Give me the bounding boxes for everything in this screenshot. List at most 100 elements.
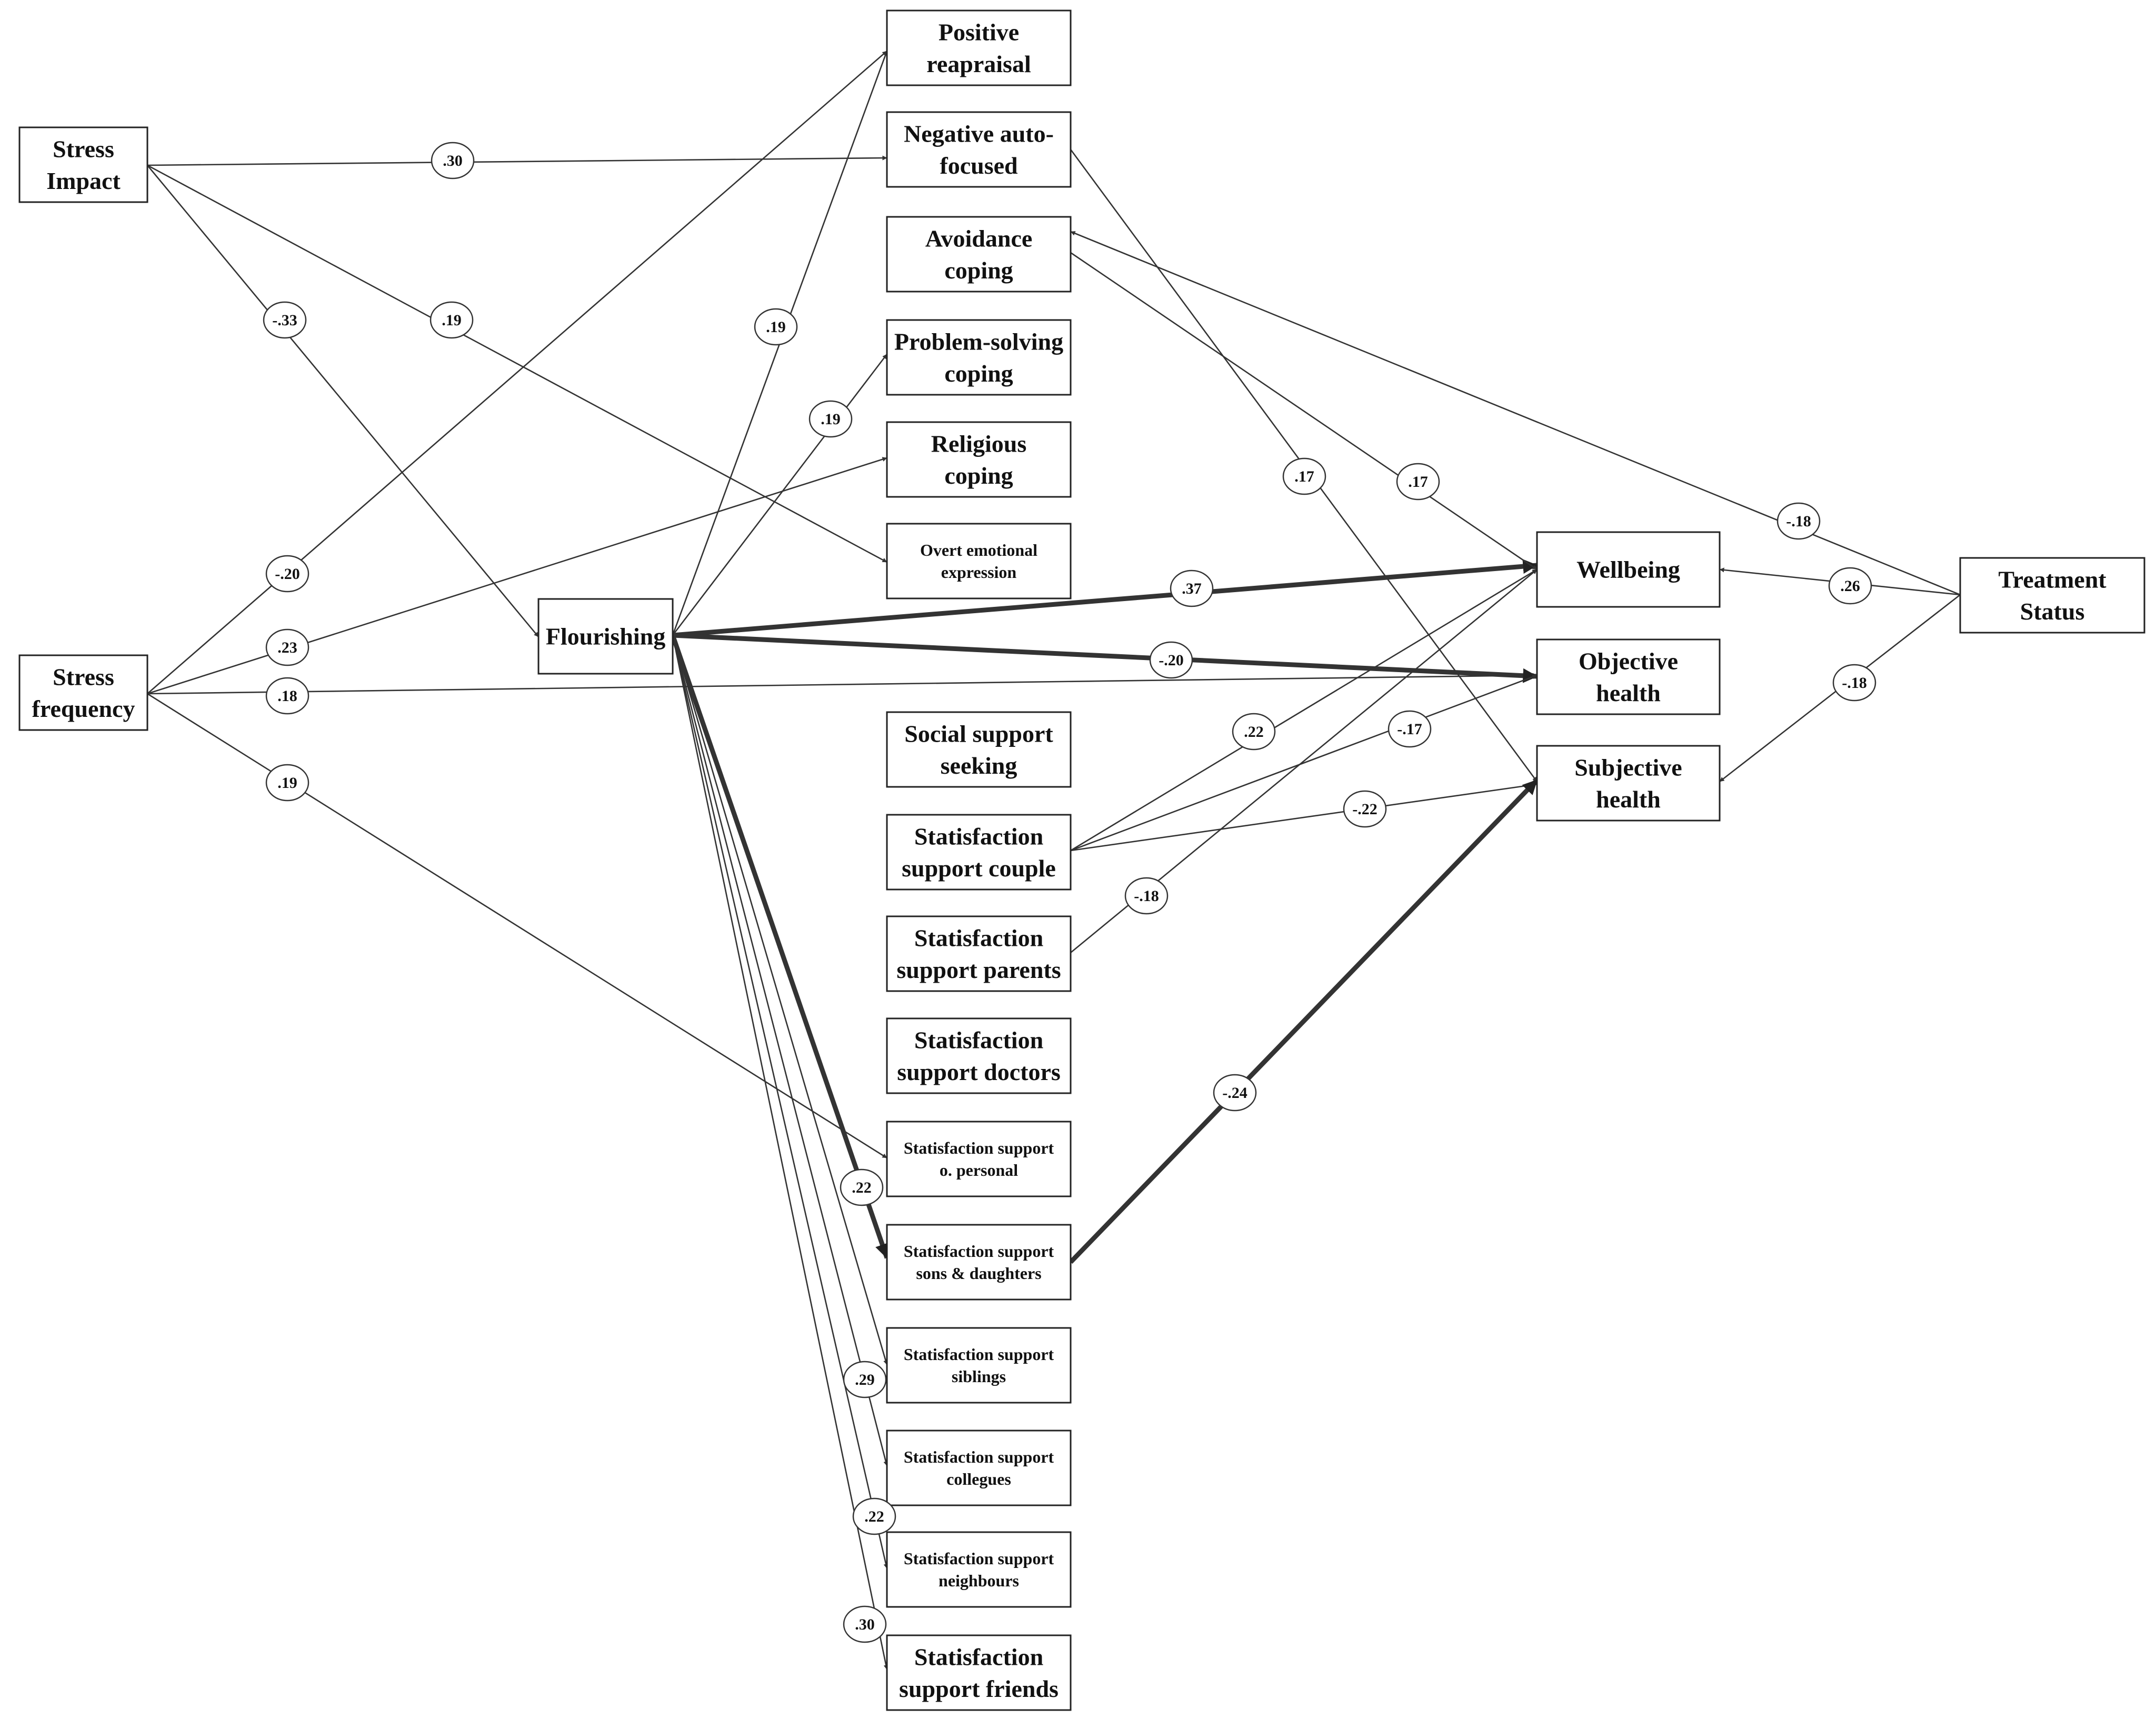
path-flourishing-to-satisfaction-support-neighbours — [672, 635, 889, 1569]
coefficient-label: -.18 — [1842, 674, 1867, 692]
path-coefficient: -.18 — [1832, 664, 1876, 702]
node-label-line: sons & daughters — [916, 1264, 1041, 1283]
path-coefficient: .17 — [1396, 463, 1440, 501]
node-satisfaction-support-collegues: Statisfaction support collegues — [886, 1430, 1072, 1506]
path-avoidance-coping-to-wellbeing — [1070, 252, 1538, 571]
coefficient-label: .26 — [1840, 577, 1860, 595]
coefficient-ellipse — [840, 1168, 884, 1206]
node-box — [886, 915, 1072, 992]
node-box — [886, 1531, 1072, 1608]
node-label-line: Stress — [53, 663, 114, 690]
coefficient-ellipse — [1388, 710, 1432, 748]
node-wellbeing: Wellbeing — [1536, 531, 1721, 608]
coefficient-ellipse — [1213, 1074, 1257, 1112]
coefficient-ellipse — [1170, 569, 1214, 607]
node-label-line: support couple — [902, 855, 1056, 882]
node-label-line: seeking — [941, 752, 1017, 779]
node-label-line: Subjective — [1574, 754, 1682, 781]
node-box — [886, 216, 1072, 293]
node-box — [886, 319, 1072, 396]
coefficient-label: -.20 — [275, 565, 300, 583]
node-label-line: focused — [940, 152, 1018, 179]
coefficient-ellipse — [843, 1605, 887, 1643]
node-box — [886, 1017, 1072, 1094]
path-stress-impact-to-negative-auto-focused — [147, 155, 887, 166]
node-label-line: Religious — [931, 430, 1026, 457]
node-box — [886, 111, 1072, 188]
node-box — [886, 1121, 1072, 1197]
path-coefficient: -.18 — [1776, 502, 1821, 540]
coefficient-label: .37 — [1182, 580, 1202, 597]
coefficient-ellipse — [852, 1497, 896, 1535]
node-label-line: collegues — [946, 1470, 1011, 1488]
edges-layer — [146, 51, 1961, 1670]
node-label-line: frequency — [32, 695, 135, 722]
node-label-line: expression — [941, 563, 1017, 582]
coefficient-ellipse — [843, 1361, 887, 1398]
path-stress-impact-to-overt-emotional-expression — [147, 164, 887, 563]
coefficient-ellipse — [1832, 664, 1876, 702]
coefficient-ellipse — [431, 142, 475, 179]
coefficient-label: .19 — [821, 411, 841, 428]
path-coefficient: .19 — [808, 400, 853, 438]
node-box — [886, 814, 1072, 891]
path-treatment-status-to-avoidance-coping — [1070, 231, 1961, 596]
node-box — [537, 598, 674, 675]
node-label-line: siblings — [952, 1367, 1006, 1386]
path-coefficient: .37 — [1170, 569, 1214, 607]
path-coefficient: .30 — [431, 142, 475, 179]
node-box — [886, 1327, 1072, 1404]
path-coefficient: .22 — [852, 1497, 896, 1535]
coefficient-ellipse — [1124, 877, 1169, 915]
node-box — [1536, 638, 1721, 715]
coefficient-ellipse — [1828, 567, 1872, 605]
node-box — [1959, 557, 2145, 634]
path-flourishing-to-objective-health — [672, 633, 1538, 683]
coefficient-label: -.18 — [1786, 513, 1811, 530]
coefficient-label: -.33 — [272, 312, 297, 329]
path-coefficient: .18 — [265, 677, 310, 715]
coefficient-label: -.22 — [1352, 801, 1378, 818]
path-stress-frequency-to-religious-coping — [147, 457, 887, 695]
node-label-line: Statisfaction support — [904, 1345, 1054, 1364]
path-flourishing-to-satisfaction-support-sons-daughters — [670, 634, 890, 1259]
node-flourishing: Flourishing — [537, 598, 674, 675]
coefficient-label: .30 — [855, 1616, 875, 1633]
path-satisfaction-support-couple-to-wellbeing — [1070, 568, 1538, 852]
node-label-line: Statisfaction support — [904, 1138, 1054, 1157]
coefficients-layer: .30-.33.19-.20.23.18.19.19.19.37-.20.22.… — [263, 142, 1876, 1643]
path-coefficient: .19 — [430, 301, 474, 339]
path-coefficient: -.24 — [1213, 1074, 1257, 1112]
node-box — [886, 1430, 1072, 1506]
coefficient-ellipse — [1343, 790, 1387, 828]
node-label-line: Positive — [939, 18, 1019, 45]
coefficient-ellipse — [1232, 713, 1276, 751]
path-coefficient: .19 — [265, 764, 310, 802]
coefficient-label: .19 — [766, 318, 786, 336]
path-satisfaction-support-couple-to-objective-health — [1070, 674, 1538, 852]
path-stress-frequency-to-positive-reappraisal — [147, 51, 887, 694]
node-label-line: Objective — [1579, 647, 1678, 674]
path-coefficient: -.18 — [1124, 877, 1169, 915]
path-coefficient: -.22 — [1343, 790, 1387, 828]
node-label-line: Statisfaction support — [904, 1447, 1054, 1466]
path-coefficient: .19 — [754, 308, 798, 346]
node-box — [18, 126, 148, 203]
coefficient-ellipse — [265, 628, 310, 666]
path-flourishing-to-satisfaction-support-friends — [672, 635, 889, 1670]
node-label-line: Statisfaction — [914, 823, 1043, 849]
node-box — [1536, 745, 1721, 822]
path-coefficient: .26 — [1828, 567, 1872, 605]
node-label-line: Flourishing — [546, 623, 666, 650]
path-flourishing-to-problem-solving-coping — [672, 354, 888, 636]
node-label-line: Negative auto- — [904, 120, 1054, 147]
path-coefficient: -.17 — [1388, 710, 1432, 748]
path-coefficient: -.33 — [263, 301, 307, 339]
